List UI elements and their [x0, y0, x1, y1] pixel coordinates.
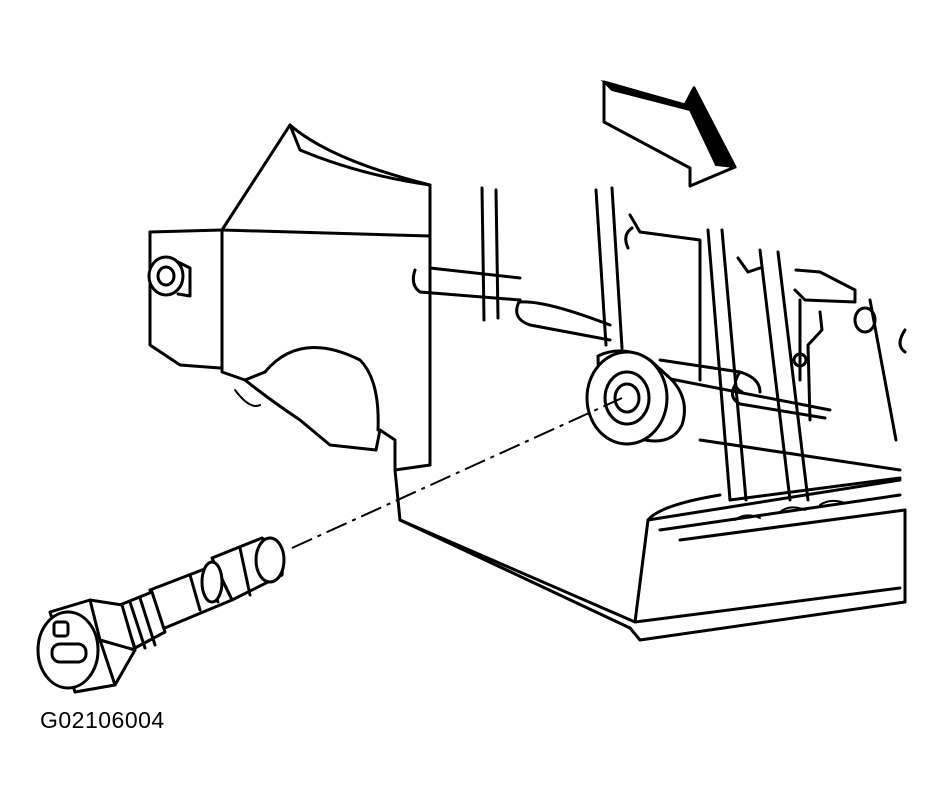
figure-label: G02106004 — [40, 707, 165, 733]
direction-arrow — [600, 79, 737, 188]
sensor-bore-grommet — [585, 349, 686, 446]
alignment-line — [291, 397, 623, 549]
mounting-bolt-boss — [147, 255, 192, 298]
vehicle-speed-sensor — [36, 536, 286, 694]
gear-selector-bracket — [393, 186, 907, 642]
transmission-housing — [148, 123, 432, 472]
